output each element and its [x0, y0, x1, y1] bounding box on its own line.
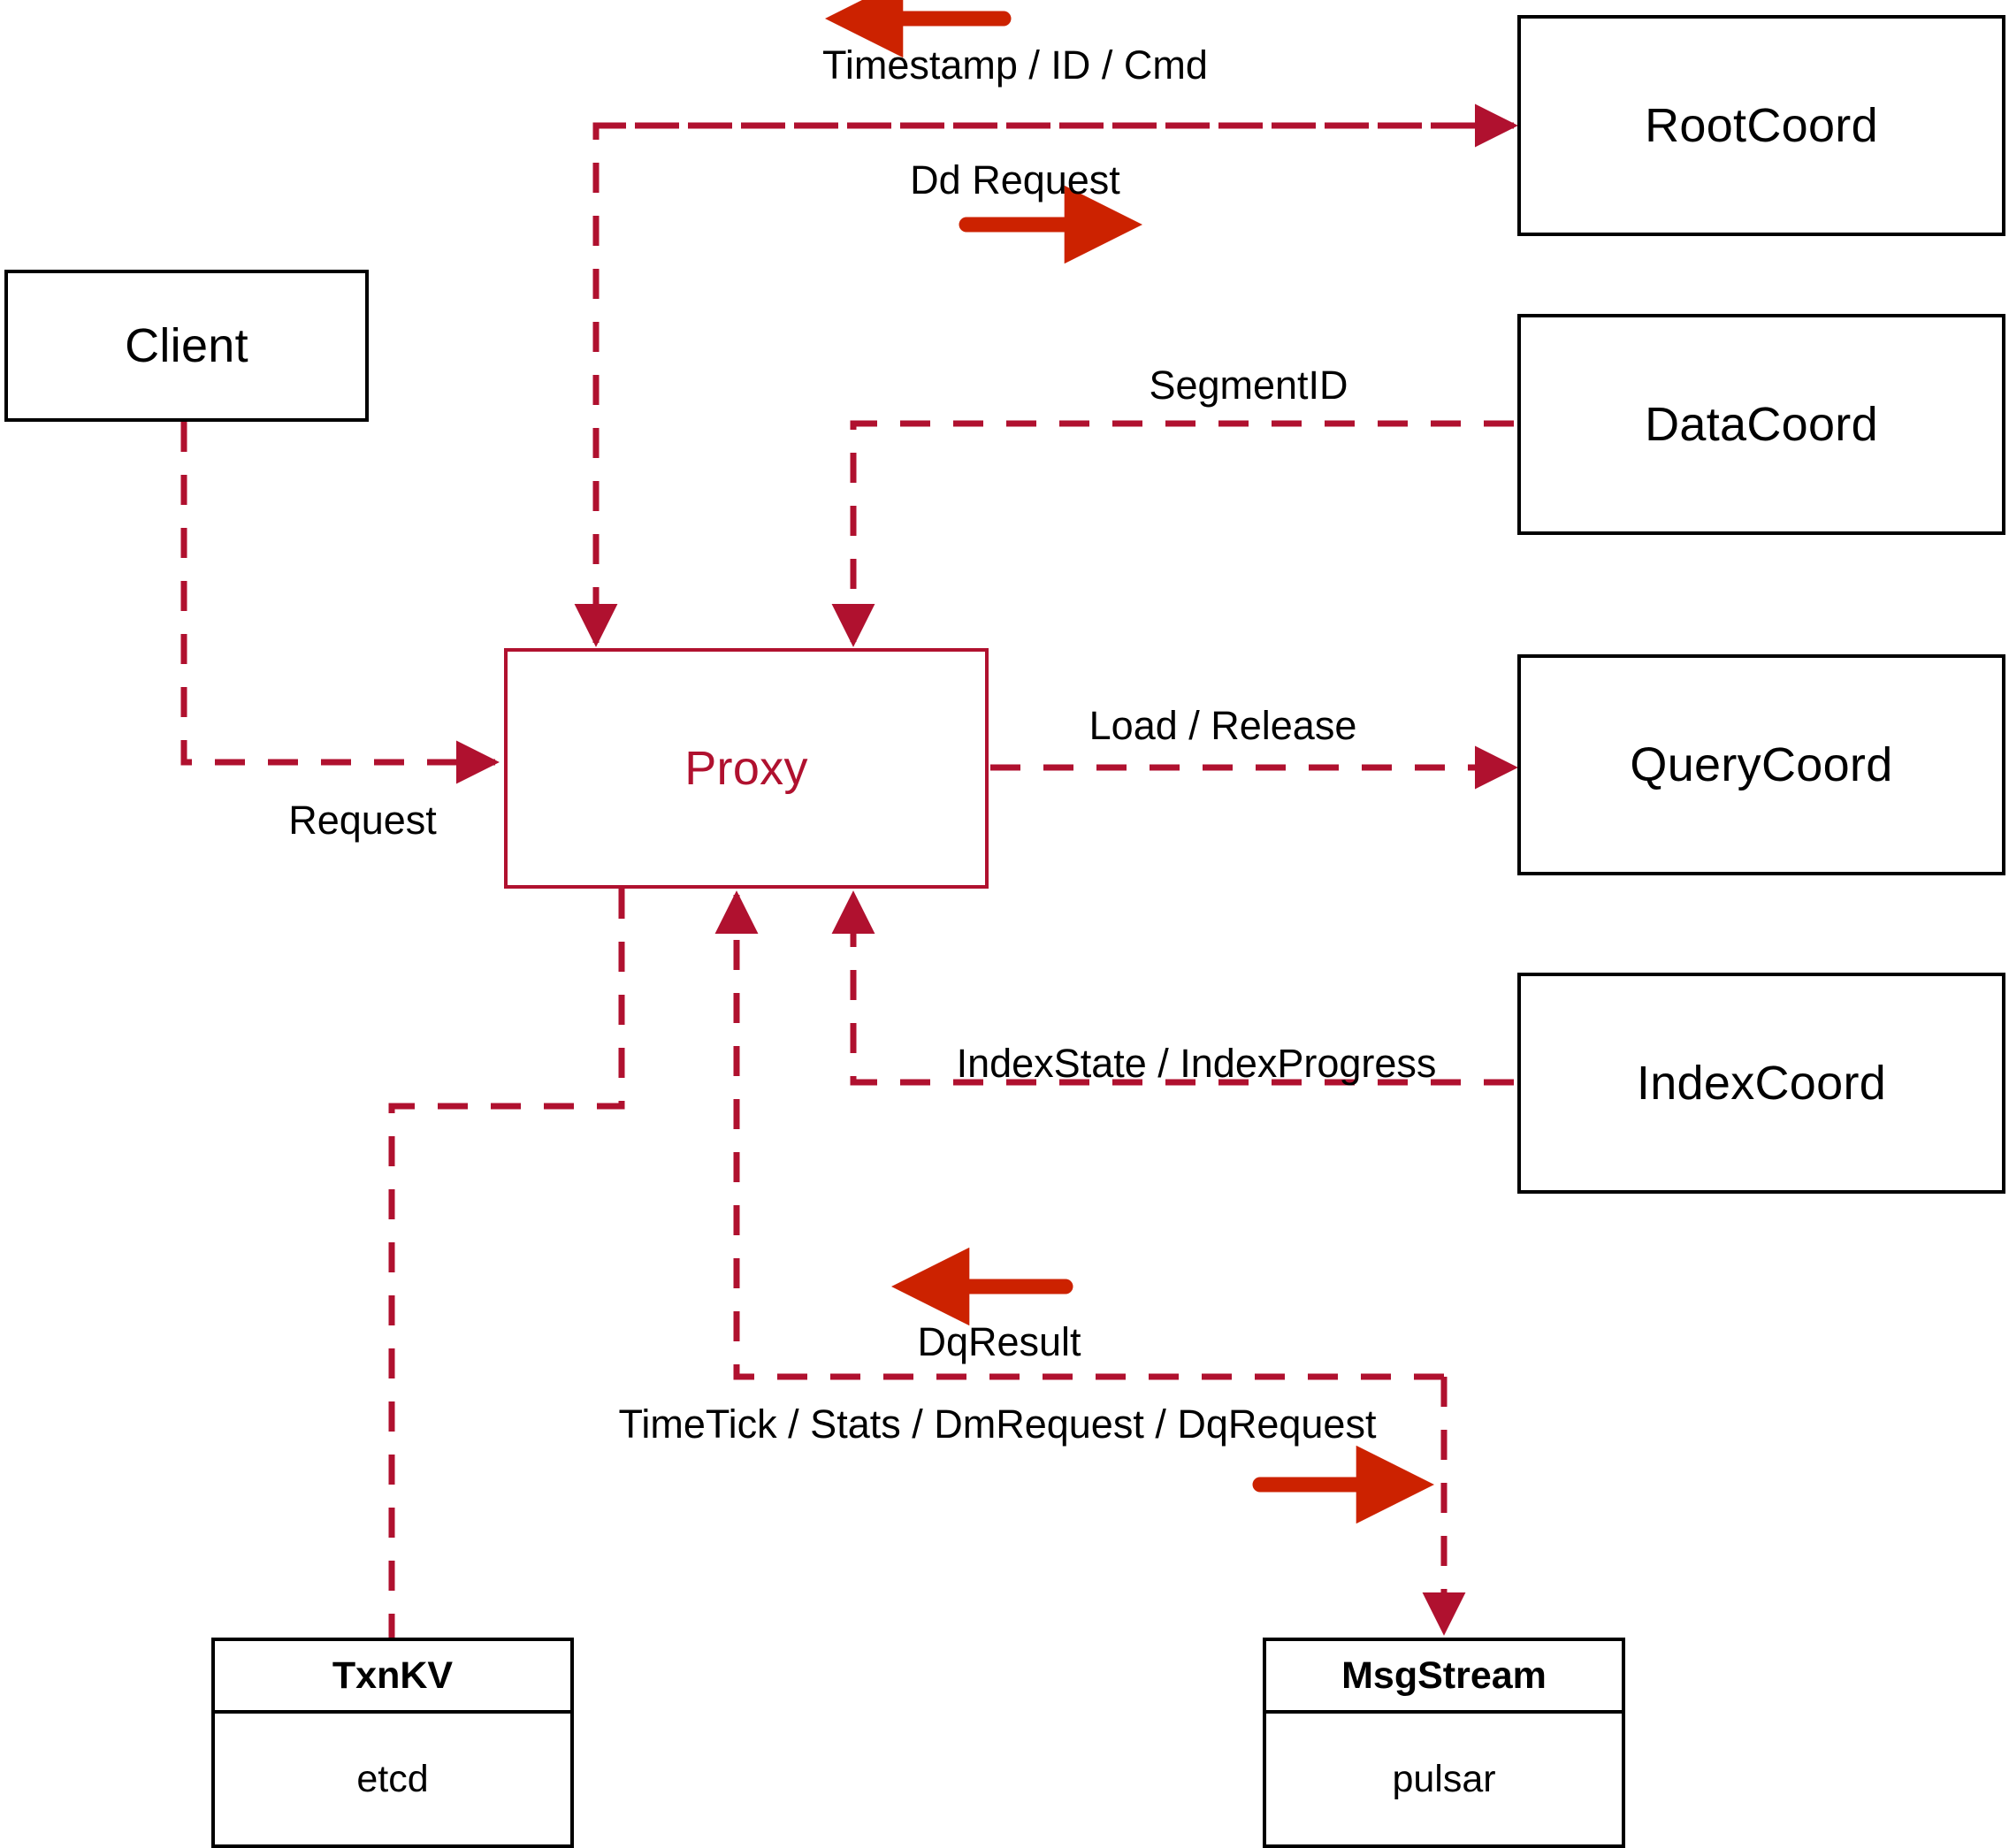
store-txnkv-impl: etcd — [356, 1757, 429, 1800]
wire-datacoord-to-proxy — [831, 420, 1514, 647]
edge-label-timetick-stats: TimeTick / Stats / DmRequest / DqRequest — [618, 1401, 1377, 1447]
store-txnkv-title: TxnKV — [332, 1653, 454, 1697]
store-msgstream-title: MsgStream — [1341, 1653, 1547, 1697]
edge-label-request: Request — [288, 798, 437, 843]
node-datacoord-label: DataCoord — [1645, 398, 1878, 451]
wire-proxy-to-txnkv — [388, 889, 625, 1638]
edge-label-dd-request: Dd Request — [910, 157, 1120, 202]
node-querycoord-label: QueryCoord — [1630, 738, 1893, 791]
node-proxy[interactable]: Proxy — [504, 648, 989, 889]
store-txnkv-header: TxnKV — [215, 1641, 570, 1714]
node-proxy-label: Proxy — [684, 742, 808, 795]
wire-client-to-proxy — [180, 422, 500, 784]
node-indexcoord[interactable]: IndexCoord — [1517, 973, 2005, 1194]
node-querycoord[interactable]: QueryCoord — [1517, 654, 2005, 875]
edge-label-index-state-progress: IndexState / IndexProgress — [956, 1041, 1437, 1086]
node-client[interactable]: Client — [4, 270, 369, 422]
store-txnkv-body: etcd — [215, 1714, 570, 1844]
node-rootcoord-label: RootCoord — [1645, 99, 1878, 152]
edge-label-dq-result: DqResult — [917, 1319, 1081, 1364]
node-rootcoord[interactable]: RootCoord — [1517, 15, 2005, 236]
edge-label-load-release: Load / Release — [1089, 703, 1357, 748]
store-msgstream-body: pulsar — [1266, 1714, 1622, 1844]
node-datacoord[interactable]: DataCoord — [1517, 314, 2005, 535]
store-txnkv[interactable]: TxnKV etcd — [211, 1638, 574, 1848]
wire-msgstream-to-proxy — [714, 890, 1444, 1380]
store-msgstream-impl: pulsar — [1392, 1757, 1496, 1800]
node-client-label: Client — [125, 319, 248, 372]
edge-label-segment-id: SegmentID — [1149, 363, 1348, 408]
node-indexcoord-label: IndexCoord — [1636, 1057, 1887, 1110]
store-msgstream-header: MsgStream — [1266, 1641, 1622, 1714]
edge-label-timestamp-id-cmd: Timestamp / ID / Cmd — [822, 42, 1208, 88]
store-msgstream[interactable]: MsgStream pulsar — [1263, 1638, 1625, 1848]
